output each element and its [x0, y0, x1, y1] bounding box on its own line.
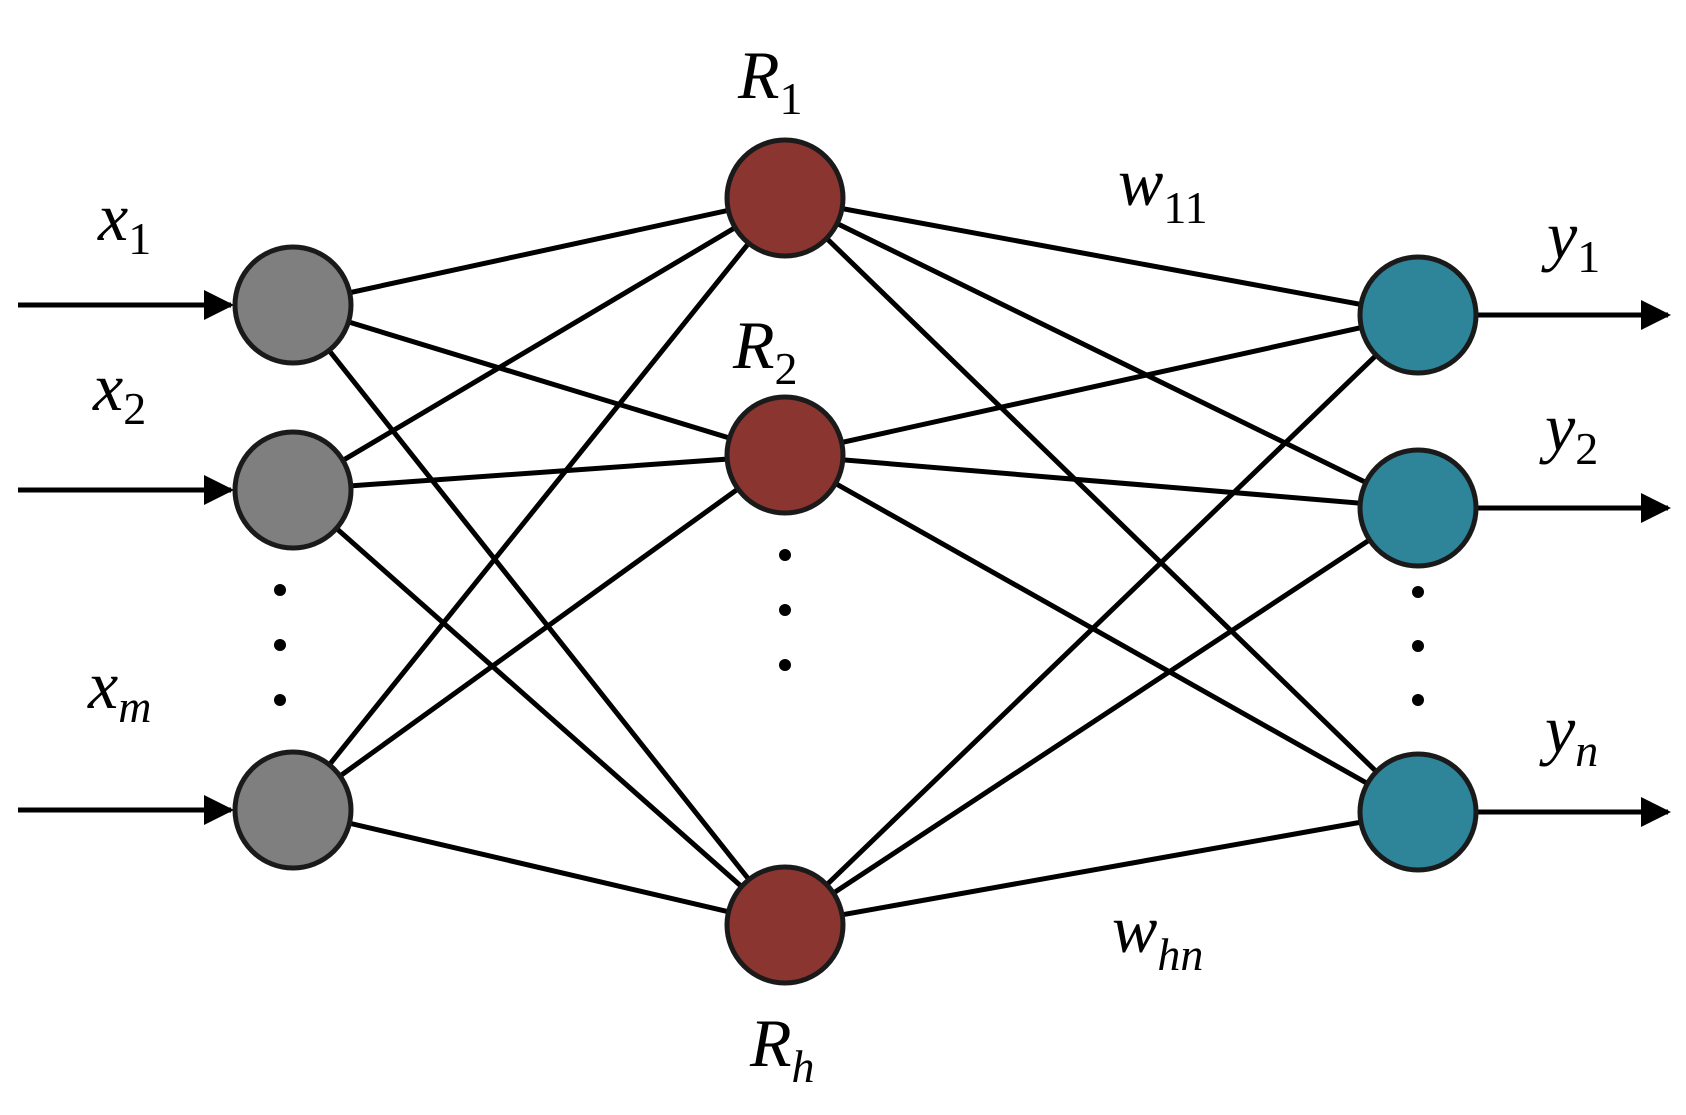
hidden-ellipsis-dot-2	[779, 659, 791, 671]
edge-input-1-hidden-0	[291, 195, 787, 493]
edge-hidden-1-output-2	[783, 452, 1420, 815]
input-node-1	[232, 429, 354, 551]
output-ellipsis-dot-2	[1412, 694, 1424, 706]
edge-input-0-hidden-1	[292, 302, 786, 458]
input-ellipsis-dot-2	[274, 694, 286, 706]
edge-hidden-1-output-1	[784, 452, 1419, 511]
labels: x1 x2 xm R1 R2 Rh y1 y2 yn w11 whn	[87, 37, 1600, 1092]
hidden-label-1: R1	[737, 37, 803, 124]
hidden-node-1	[724, 394, 846, 516]
ellipsis-dots	[274, 549, 1424, 706]
edge-input-2-hidden-1	[291, 452, 787, 813]
edge-hidden-2-output-0	[783, 313, 1420, 927]
output-label-n: yn	[1539, 691, 1598, 776]
edge-hidden-1-output-0	[784, 312, 1419, 458]
output-label-2: y2	[1539, 389, 1598, 474]
input-label-m: xm	[87, 647, 151, 732]
edge-input-0-hidden-2	[291, 303, 787, 927]
input-label-1: x1	[97, 179, 151, 264]
edge-input-2-hidden-2	[292, 807, 786, 928]
hidden-label-h: Rh	[749, 1005, 815, 1092]
hidden-ellipsis-dot-1	[779, 604, 791, 616]
edge-hidden-0-output-2	[783, 196, 1420, 814]
output-node-2	[1357, 751, 1479, 873]
io-arrows	[18, 290, 1671, 827]
weight-label-hn: whn	[1112, 891, 1203, 980]
output-ellipsis-dot-1	[1412, 640, 1424, 652]
input-node-2	[232, 749, 354, 871]
connection-lines	[291, 195, 1420, 928]
output-ellipsis-dot-0	[1412, 586, 1424, 598]
input-ellipsis-dot-0	[274, 584, 286, 596]
output-node-0	[1357, 254, 1479, 376]
output-label-1: y1	[1541, 197, 1600, 282]
edge-input-2-hidden-0	[291, 196, 787, 812]
input-ellipsis-dot-1	[274, 639, 286, 651]
hidden-label-2: R2	[732, 307, 798, 394]
edge-hidden-0-output-0	[784, 195, 1419, 318]
edge-hidden-0-output-1	[783, 195, 1420, 511]
hidden-ellipsis-dot-0	[779, 549, 791, 561]
hidden-node-2	[724, 864, 846, 986]
edge-input-1-hidden-2	[291, 488, 787, 927]
input-node-0	[232, 244, 354, 366]
edge-hidden-2-output-2	[784, 809, 1419, 928]
edge-input-0-hidden-0	[292, 195, 786, 308]
edge-hidden-2-output-1	[783, 505, 1420, 928]
edge-input-1-hidden-1	[292, 452, 786, 493]
neurons	[232, 137, 1479, 986]
output-node-1	[1357, 447, 1479, 569]
input-label-2: x2	[92, 349, 146, 434]
weight-label-11: w11	[1118, 144, 1208, 233]
hidden-node-0	[724, 137, 846, 259]
